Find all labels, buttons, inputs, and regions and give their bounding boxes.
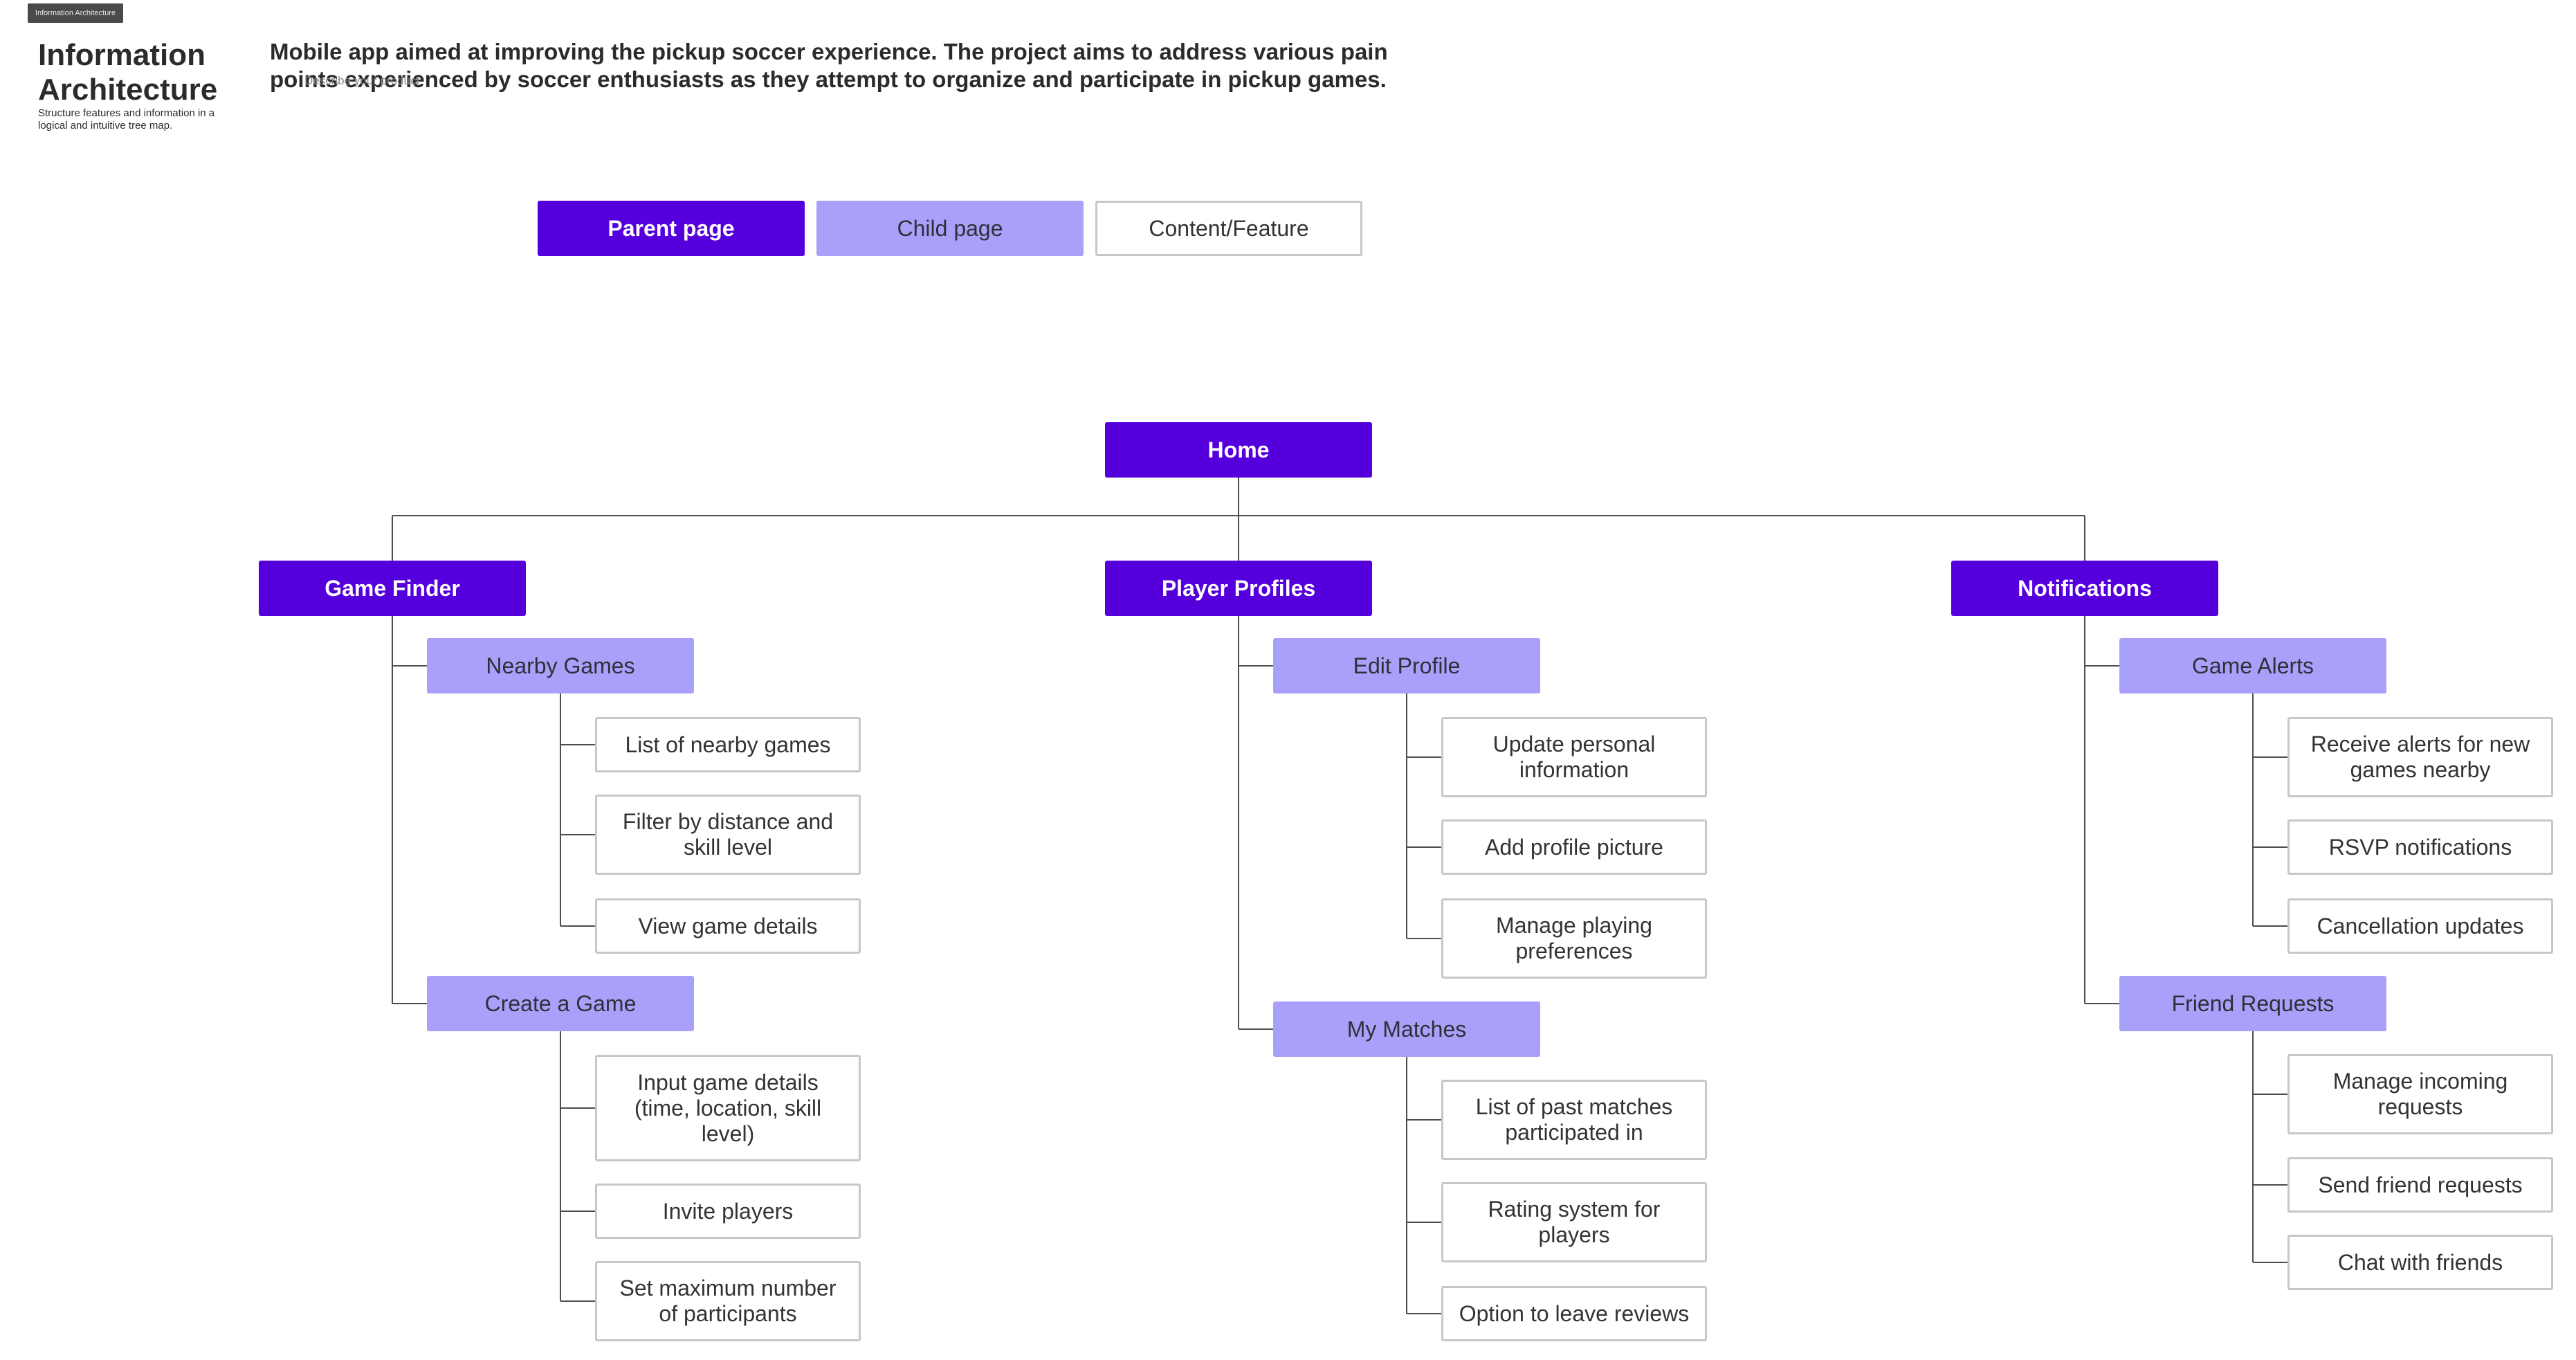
- legend-parent-page: Parent page: [538, 201, 805, 256]
- node-game-alerts: Game Alerts: [2119, 638, 2386, 693]
- node-notifications: Notifications: [1951, 561, 2218, 616]
- legend-content-feature: Content/Feature: [1095, 201, 1362, 256]
- feature-filter-by-distance: Filter by distance and skill level: [595, 795, 861, 875]
- feature-input-game-details: Input game details (time, location, skil…: [595, 1055, 861, 1161]
- page-subtitle: Structure features and information in a …: [38, 107, 215, 132]
- feature-receive-alerts: Receive alerts for new games nearby: [2287, 717, 2553, 797]
- feature-update-personal-information: Update personal information: [1441, 717, 1707, 797]
- node-edit-profile: Edit Profile: [1273, 638, 1540, 693]
- node-my-matches: My Matches: [1273, 1001, 1540, 1057]
- feature-add-profile-picture: Add profile picture: [1441, 819, 1707, 875]
- feature-manage-incoming-requests: Manage incoming requests: [2287, 1054, 2553, 1134]
- header-tag: Information Architecture: [28, 3, 123, 23]
- node-game-finder: Game Finder: [259, 561, 526, 616]
- feature-rsvp-notifications: RSVP notifications: [2287, 819, 2553, 875]
- node-create-a-game: Create a Game: [427, 976, 694, 1031]
- feature-cancellation-updates: Cancellation updates: [2287, 898, 2553, 954]
- feature-set-maximum-participants: Set maximum number of participants: [595, 1261, 861, 1341]
- node-nearby-games: Nearby Games: [427, 638, 694, 693]
- feature-view-game-details: View game details: [595, 898, 861, 954]
- feature-manage-playing-preferences: Manage playing preferences: [1441, 898, 1707, 979]
- feature-send-friend-requests: Send friend requests: [2287, 1157, 2553, 1213]
- feature-list-of-past-matches: List of past matches participated in: [1441, 1080, 1707, 1160]
- node-home: Home: [1105, 422, 1372, 478]
- feature-option-to-leave-reviews: Option to leave reviews: [1441, 1286, 1707, 1341]
- page-title: Information Architecture: [38, 38, 218, 107]
- placeholder-overlay-text: Describe your product: [304, 74, 420, 87]
- legend-child-page: Child page: [816, 201, 1084, 256]
- feature-invite-players: Invite players: [595, 1184, 861, 1239]
- feature-chat-with-friends: Chat with friends: [2287, 1235, 2553, 1290]
- project-description: Mobile app aimed at improving the pickup…: [270, 39, 1388, 92]
- node-friend-requests: Friend Requests: [2119, 976, 2386, 1031]
- feature-rating-system: Rating system for players: [1441, 1182, 1707, 1262]
- node-player-profiles: Player Profiles: [1105, 561, 1372, 616]
- feature-list-of-nearby-games: List of nearby games: [595, 717, 861, 772]
